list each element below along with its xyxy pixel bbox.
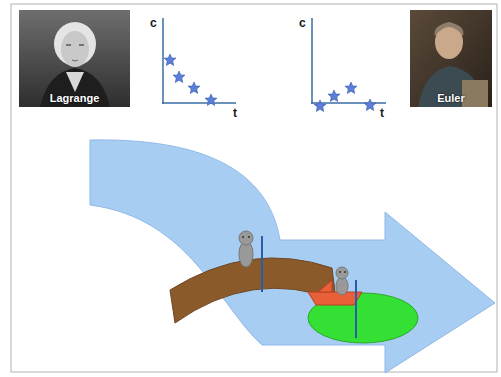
euler-portrait xyxy=(410,10,492,107)
lagrange-portrait xyxy=(19,10,130,107)
portrait-box: Lagrange xyxy=(19,10,130,107)
observer-in-boat xyxy=(308,267,362,338)
chart-fluctuating xyxy=(311,18,386,112)
observer-on-bridge xyxy=(239,231,262,292)
river-arrow xyxy=(90,140,495,373)
green-zone xyxy=(308,293,418,343)
portrait-box: Euler xyxy=(410,10,492,107)
axis-label: t xyxy=(233,107,237,119)
axis-label: c xyxy=(299,17,306,29)
portrait-caption: Lagrange xyxy=(50,92,100,107)
axis-label: c xyxy=(150,17,157,29)
bridge xyxy=(170,258,336,323)
frame xyxy=(11,4,497,372)
axis-label: t xyxy=(380,107,384,119)
chart-decreasing xyxy=(162,18,236,106)
portrait-caption: Euler xyxy=(437,92,465,107)
